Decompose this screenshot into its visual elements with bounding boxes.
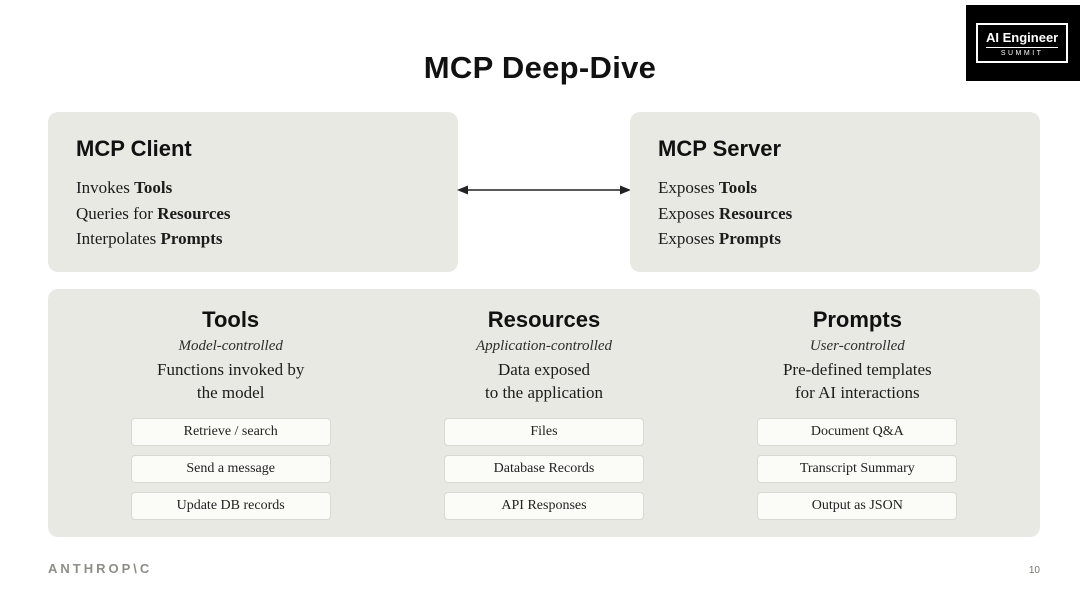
column-tools: Tools Model-controlled Functions invoked… <box>74 305 387 521</box>
column-tools-title: Tools <box>202 307 260 332</box>
server-line-tools-prefix: Exposes <box>658 178 719 197</box>
column-resources-subtitle: Application-controlled <box>475 338 613 354</box>
client-line-resources: Queries for Resources <box>76 201 430 227</box>
page-title: MCP Deep-Dive <box>423 50 657 85</box>
column-tools-desc-line2: the model <box>196 382 265 402</box>
client-line-prompts-term: Prompts <box>160 229 223 248</box>
column-resources-title: Resources <box>487 307 601 332</box>
column-tools-chips: Retrieve / search Send a message Update … <box>74 417 387 520</box>
column-prompts-desc-line2: for AI interactions <box>795 382 920 402</box>
client-line-tools: Invokes Tools <box>76 175 430 201</box>
ai-engineer-summit-badge: AI Engineer SUMMIT <box>966 5 1080 81</box>
column-tools-subtitle: Model-controlled <box>178 338 283 354</box>
server-line-prompts: Exposes Prompts <box>658 226 1012 252</box>
chip-files: Files <box>443 417 644 446</box>
primitives-panel: Tools Model-controlled Functions invoked… <box>48 289 1040 537</box>
anthropic-logo: ANTHROP\C <box>48 561 153 576</box>
column-resources: Resources Application-controlled Data ex… <box>387 305 700 521</box>
client-line-tools-prefix: Invokes <box>76 178 135 197</box>
badge-subtitle: SUMMIT <box>986 47 1059 57</box>
chip-api-responses: API Responses <box>443 491 644 520</box>
column-resources-desc-line1: Data exposed <box>497 360 591 379</box>
mcp-server-box: MCP Server Exposes Tools Exposes Resourc… <box>630 112 1040 272</box>
column-prompts-desc-line1: Pre-defined templates <box>782 360 932 379</box>
column-prompts-subtitle: User-controlled <box>809 338 905 354</box>
column-resources-chips: Files Database Records API Responses <box>387 417 700 520</box>
column-prompts: Prompts User-controlled Pre-defined temp… <box>701 305 1014 521</box>
column-tools-desc-line1: Functions invoked by <box>156 360 305 379</box>
mcp-client-box: MCP Client Invokes Tools Queries for Res… <box>48 112 458 272</box>
client-line-prompts-prefix: Interpolates <box>76 229 161 248</box>
double-arrow-icon <box>457 185 631 195</box>
column-prompts-title: Prompts <box>812 307 902 332</box>
chip-retrieve-search: Retrieve / search <box>130 417 331 446</box>
mcp-server-title: MCP Server <box>658 136 782 161</box>
column-resources-description: Data exposed to the application <box>387 359 700 405</box>
server-line-tools-term: Tools <box>718 178 758 197</box>
column-prompts-description: Pre-defined templates for AI interaction… <box>701 359 1014 405</box>
mcp-client-title: MCP Client <box>76 136 192 161</box>
server-line-prompts-prefix: Exposes <box>658 229 719 248</box>
page-number: 10 <box>1028 565 1040 576</box>
badge-title: AI Engineer <box>986 30 1059 45</box>
chip-send-message: Send a message <box>130 454 331 483</box>
client-server-arrow <box>456 182 632 198</box>
badge-frame: AI Engineer SUMMIT <box>976 23 1069 63</box>
server-line-resources-prefix: Exposes <box>658 203 719 223</box>
chip-transcript-summary: Transcript Summary <box>757 454 958 483</box>
server-line-prompts-term: Prompts <box>718 229 781 248</box>
client-line-tools-term: Tools <box>134 178 173 197</box>
chip-document-qa: Document Q&A <box>757 417 958 446</box>
server-line-tools: Exposes Tools <box>658 175 1012 201</box>
server-line-resources: Exposes Resources <box>658 201 1012 227</box>
column-resources-desc-line2: to the application <box>484 382 603 402</box>
column-tools-description: Functions invoked by the model <box>74 359 387 405</box>
client-line-prompts: Interpolates Prompts <box>76 226 430 252</box>
client-line-resources-term: Resources <box>157 203 231 223</box>
server-line-resources-term: Resources <box>718 203 793 223</box>
chip-update-db-records: Update DB records <box>130 491 331 520</box>
chip-output-as-json: Output as JSON <box>757 491 958 520</box>
column-prompts-chips: Document Q&A Transcript Summary Output a… <box>701 417 1014 520</box>
chip-database-records: Database Records <box>443 454 644 483</box>
client-line-resources-prefix: Queries for <box>76 203 158 223</box>
